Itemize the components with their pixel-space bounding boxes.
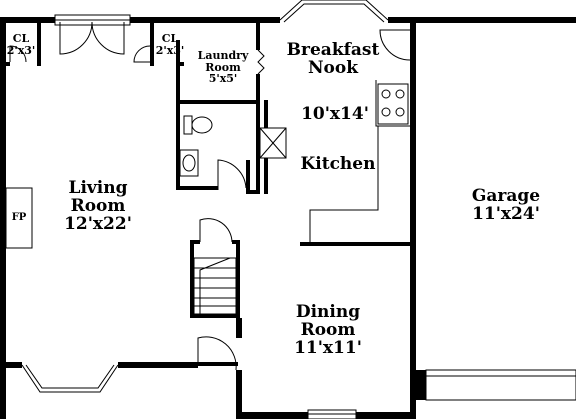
living-name-2: Room <box>70 195 126 216</box>
living-bay-window <box>21 364 119 393</box>
kitchen-label: Kitchen <box>300 154 376 174</box>
laundry-name-1: Laundry <box>197 49 249 62</box>
interior-walls <box>0 22 416 338</box>
dining-dim: 11'x11' <box>294 337 362 358</box>
front-door-right <box>91 21 125 55</box>
dining-name-1: Dining <box>295 302 361 322</box>
doors <box>9 21 411 371</box>
closet-right-label: CL 2'x3' <box>154 33 186 56</box>
breakfast-dim: 10'x14' <box>301 104 369 124</box>
fireplace-box <box>5 187 33 249</box>
laundry-name-2: Room <box>205 60 241 74</box>
counter-island <box>309 126 379 242</box>
garage-dim: 11'x24' <box>472 203 540 224</box>
garage-label: Garage 11'x24' <box>456 186 556 224</box>
staircase <box>193 257 237 315</box>
living-name-1: Living <box>68 178 128 198</box>
front-door-left <box>59 21 93 55</box>
garage-name: Garage <box>471 186 541 206</box>
breakfast-bay-window <box>279 0 389 21</box>
breakfast-label: Breakfast Nook <box>278 40 388 78</box>
closet-left-name: CL <box>12 32 30 45</box>
stove <box>377 83 409 125</box>
counter-top <box>375 80 410 127</box>
breakfast-name-2: Nook <box>308 57 358 78</box>
closet-left-door <box>9 45 27 63</box>
dining-name-2: Room <box>300 319 356 340</box>
living-dim: 12'x22' <box>64 213 132 234</box>
breakfast-name-1: Breakfast <box>286 40 380 60</box>
bathroom-door <box>217 159 247 190</box>
fixtures <box>5 80 576 401</box>
toilet-bowl <box>191 116 213 134</box>
closet-left-label: CL 2'x3' <box>5 33 37 56</box>
laundry-label: Laundry Room 5'x5' <box>188 50 258 85</box>
closet-right-name: CL <box>161 32 179 45</box>
garage-door <box>425 369 576 401</box>
garage-entry-door <box>379 29 411 61</box>
living-label: Living Room 12'x22' <box>50 178 146 234</box>
toilet-tank <box>183 115 193 135</box>
fireplace-label: FP <box>11 212 27 223</box>
stair-door <box>199 218 233 243</box>
dining-label: Dining Room 11'x11' <box>278 302 378 358</box>
laundry-dim: 5'x5' <box>208 72 238 86</box>
exterior-walls <box>0 17 576 419</box>
sink-basin <box>182 154 196 172</box>
closet-right-dim: 2'x3' <box>155 43 185 57</box>
closet-right-door <box>133 45 151 63</box>
laundry-bifold <box>257 49 265 75</box>
closet-left-dim: 2'x3' <box>6 43 36 57</box>
